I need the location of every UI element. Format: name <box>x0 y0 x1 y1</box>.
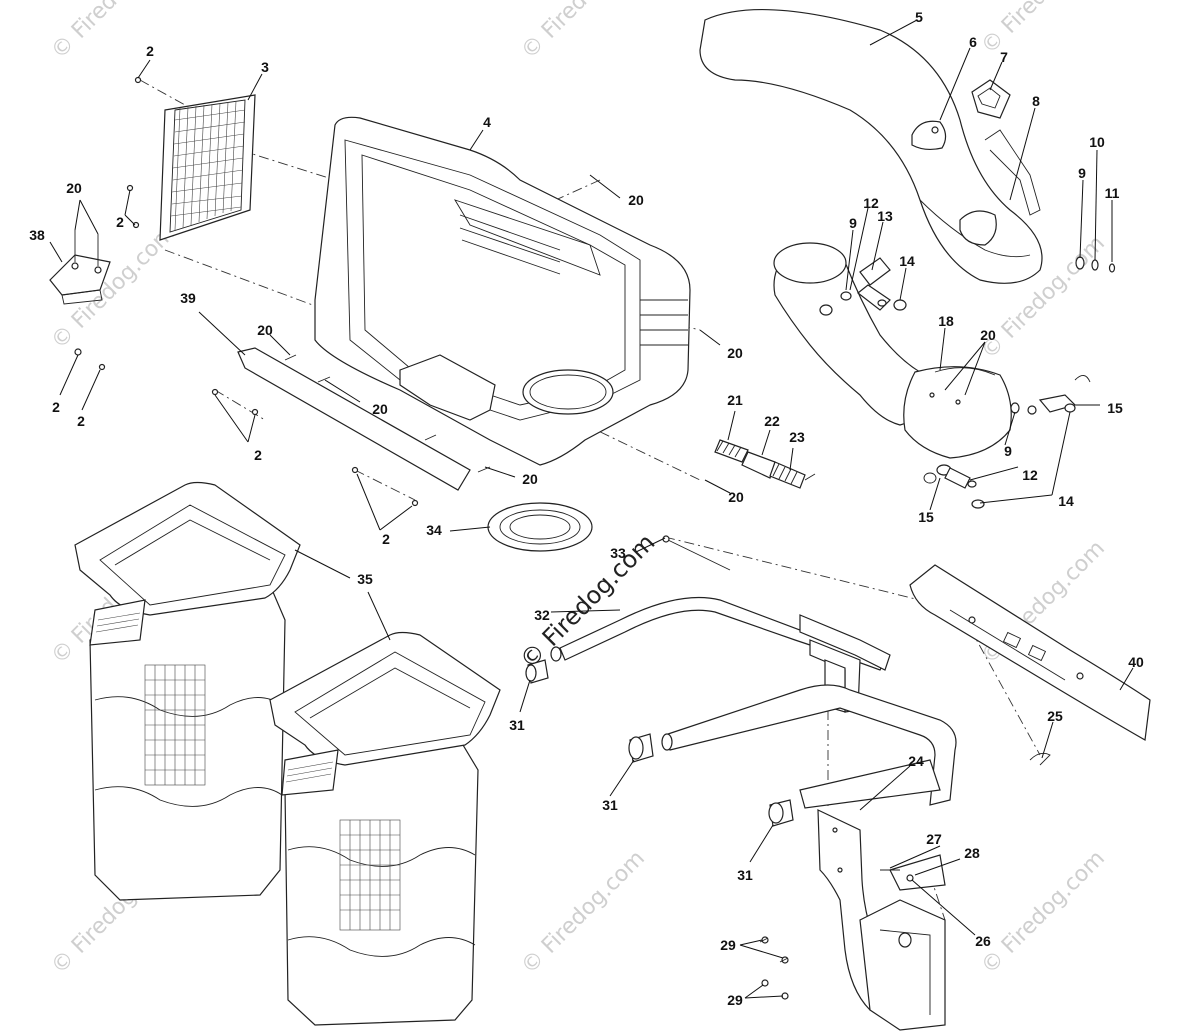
callout-25: 26 <box>975 933 991 949</box>
callout-31: 31 <box>737 867 753 883</box>
callout-3: 3 <box>261 59 269 75</box>
callout-6: 6 <box>969 34 977 50</box>
callout-26: 25 <box>1047 708 1063 724</box>
latch-parts-6-7-8 <box>911 79 1041 246</box>
callout-13: 13 <box>877 208 893 224</box>
tube-part-18 <box>773 242 1012 459</box>
pivot-parts-lower <box>923 375 1091 509</box>
callout-15: 15 <box>1107 400 1123 416</box>
watermark: © Firedog.com <box>517 846 650 979</box>
callout-2: 2 <box>77 413 85 429</box>
callout-20: 20 <box>980 327 996 343</box>
watermark: © Firedog.com <box>977 0 1110 59</box>
callout-38: 38 <box>29 227 45 243</box>
watermark: © Firedog.com <box>977 846 1110 979</box>
callout-32: 32 <box>534 607 550 623</box>
bag-right-part-35 <box>269 631 501 1026</box>
callout-22: 22 <box>764 413 780 429</box>
callout-11: 11 <box>1105 185 1120 201</box>
callout-2: 2 <box>382 531 390 547</box>
callout-12: 12 <box>1022 467 1038 483</box>
callout-28: 28 <box>964 845 980 861</box>
callout-9: 9 <box>1004 443 1012 459</box>
caps-part-31 <box>525 659 794 827</box>
blade-part-40 <box>909 564 1151 741</box>
bag-left-part-35 <box>74 481 301 901</box>
pivot-parts-upper <box>819 257 907 316</box>
callout-2: 2 <box>254 447 262 463</box>
housing-part-4 <box>314 116 691 466</box>
callout-29: 29 <box>720 937 736 953</box>
frame-part-32 <box>550 535 957 809</box>
callout-8: 8 <box>1032 93 1040 109</box>
spring-parts-21-23 <box>714 439 816 489</box>
callout-35: 35 <box>357 571 373 587</box>
callout-7: 7 <box>1000 49 1008 65</box>
callout-2: 2 <box>146 43 154 59</box>
leader-lines <box>49 19 1134 999</box>
callout-40: 40 <box>1128 654 1144 670</box>
small-parts-9-10-11 <box>1075 256 1116 273</box>
screen-part-3 <box>159 94 256 241</box>
callout-10: 10 <box>1089 134 1105 150</box>
callout-labels: 2 3 4 5 6 7 8 9 10 11 9 12 13 14 18 20 1… <box>29 9 1144 1008</box>
callout-12: 12 <box>863 195 879 211</box>
callout-27: 27 <box>926 831 942 847</box>
callout-29: 29 <box>727 992 743 1008</box>
callout-9: 9 <box>849 215 857 231</box>
chute-part-5 <box>699 8 1043 284</box>
callout-2: 2 <box>116 214 124 230</box>
ring-part-34 <box>487 502 593 552</box>
callout-33: 33 <box>610 545 626 561</box>
watermark: © Firedog.com <box>47 0 180 64</box>
callout-20: 20 <box>257 322 273 338</box>
callout-31: 31 <box>509 717 525 733</box>
callout-20: 20 <box>628 192 644 208</box>
callout-20: 20 <box>66 180 82 196</box>
mount-part-24 <box>817 809 946 1031</box>
callout-5: 5 <box>915 9 923 25</box>
callout-24: 24 <box>908 753 924 769</box>
callout-20: 20 <box>727 345 743 361</box>
callout-34: 34 <box>426 522 442 538</box>
callout-20: 20 <box>728 489 744 505</box>
callout-18: 18 <box>938 313 954 329</box>
callout-23: 23 <box>789 429 805 445</box>
callout-39: 39 <box>180 290 196 306</box>
callout-9: 9 <box>1078 165 1086 181</box>
callout-15: 15 <box>918 509 934 525</box>
callout-4: 4 <box>483 114 491 130</box>
callout-2: 2 <box>52 399 60 415</box>
plate-part-39 <box>211 347 491 507</box>
bracket-part-38 <box>49 76 142 371</box>
callout-21: 21 <box>727 392 743 408</box>
pin-parts-26-29 <box>759 752 1051 1000</box>
callout-14: 14 <box>899 253 915 269</box>
callout-14: 14 <box>1058 493 1074 509</box>
callout-31: 31 <box>602 797 618 813</box>
callout-20: 20 <box>522 471 538 487</box>
watermark: © Firedog.com <box>517 0 650 64</box>
callout-20: 20 <box>372 401 388 417</box>
